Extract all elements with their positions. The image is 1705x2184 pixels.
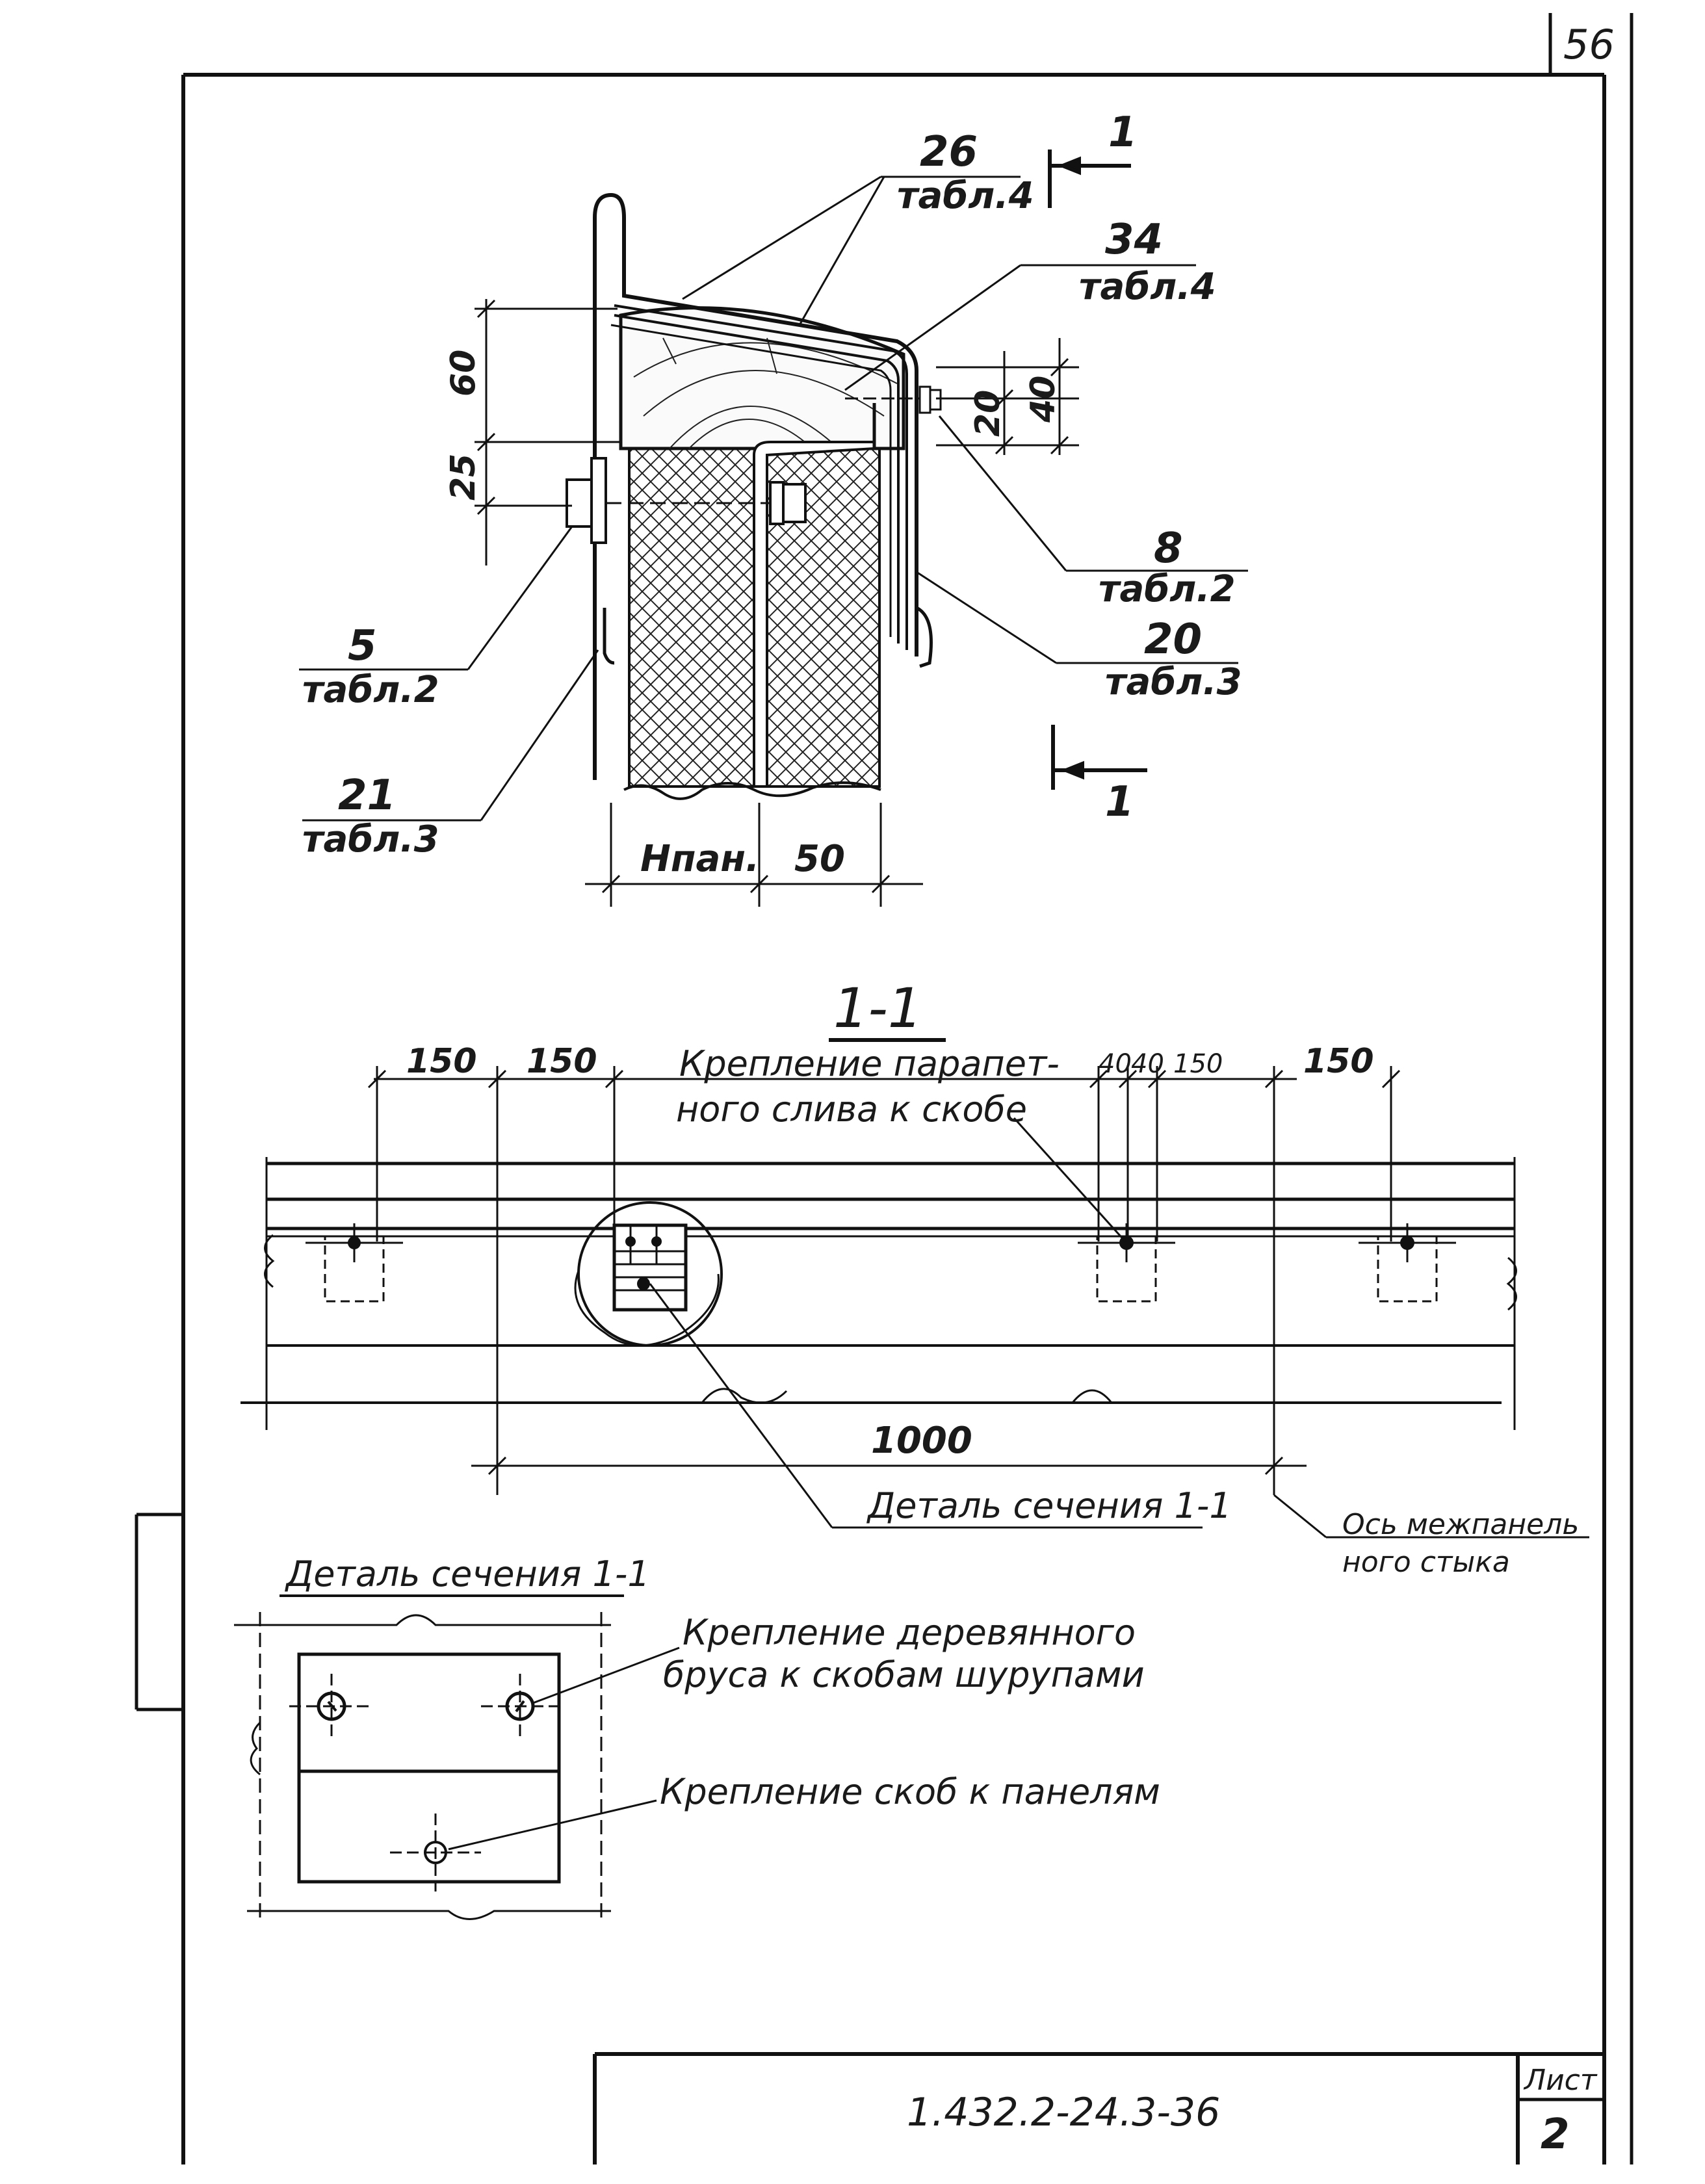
sec-dim-150-a: 150 (406, 1042, 477, 1081)
callout-leaders (299, 176, 1248, 822)
callout-34-ref: табл.4 (1079, 266, 1216, 308)
callout-8-ref: табл.2 (1099, 568, 1236, 610)
wood-grain (633, 337, 898, 449)
sheet-label: Лист (1523, 2064, 1598, 2097)
section-dim-lines (367, 1066, 1401, 1495)
section-1-1-title: 1-1 (833, 976, 922, 1040)
dimension-lines-left (475, 299, 621, 566)
detail-title: Деталь сечения 1-1 (285, 1554, 650, 1594)
note-parapet-fix-line2: ного слива к скобе (676, 1089, 1027, 1130)
callout-26-num: 26 (920, 128, 978, 176)
section-cut-top-label: 1 (1108, 109, 1138, 157)
dim-40: 40 (1024, 376, 1063, 423)
dim-hpan: Нпан. (640, 838, 759, 880)
callout-20-num: 20 (1144, 616, 1202, 664)
section-1-1: 1-1 150 150 40 40 150 150 (241, 976, 1589, 1579)
sheet-number: 2 (1541, 2111, 1570, 2159)
note-joint-axis-line1: Ось межпанель (1342, 1508, 1579, 1541)
callout-21-ref: табл.3 (302, 818, 439, 861)
bracket-dashed-outlines (324, 1235, 1438, 1303)
callout-5-ref: табл.2 (302, 669, 439, 711)
callout-21-num: 21 (338, 772, 396, 820)
dim-60: 60 (444, 350, 483, 396)
detail-circle (574, 1201, 723, 1347)
detail-outline (234, 1612, 611, 1924)
sec-dim-150-d: 150 (1303, 1042, 1374, 1081)
panel-insulation-left (628, 447, 761, 788)
dim-1000-line (471, 1456, 1307, 1476)
dimension-lines-right (936, 338, 1079, 455)
sec-dim-150-c: 150 (1173, 1049, 1223, 1079)
section-cut-bottom-label: 1 (1105, 778, 1134, 826)
sec-dim-150-b: 150 (527, 1042, 597, 1081)
sec-dim-40-b: 40 (1131, 1049, 1164, 1079)
detail-section: Деталь сечения 1-1 Крепление дере (234, 1554, 1160, 1924)
note-parapet-fix-line1: Крепление парапет- (679, 1043, 1060, 1084)
note-wood-fix-line2: бруса к скобам шурупами (663, 1654, 1145, 1695)
callout-26-ref: табл.4 (897, 175, 1034, 217)
parapet-cross-section: 60 25 40 20 Нпан. 50 (299, 109, 1248, 907)
callout-20-ref: табл.3 (1105, 661, 1242, 703)
dim-50: 50 (794, 838, 845, 880)
fastener-dots (348, 1236, 1414, 1250)
sec-dim-40-a: 40 (1099, 1049, 1132, 1079)
bolt-upper (845, 385, 952, 414)
note-joint-axis-line2: ного стыка (1342, 1546, 1510, 1579)
callout-8-num: 8 (1154, 525, 1183, 573)
detail-leaders (448, 1646, 680, 1851)
section-cut-bottom (1051, 725, 1147, 790)
dim-20: 20 (969, 390, 1008, 437)
section-flashing-bands (241, 1157, 1516, 1430)
dim-25: 25 (444, 454, 483, 500)
callout-5-num: 5 (348, 622, 377, 670)
note-bracket-fix: Крепление скоб к панелям (660, 1771, 1160, 1812)
section-cut-top (1048, 150, 1131, 208)
callout-34-num: 34 (1105, 216, 1163, 264)
bolt-lower (566, 457, 807, 544)
page-number: 56 (1563, 21, 1615, 68)
document-code: 1.432.2-24.3-36 (907, 2090, 1220, 2135)
steel-bracket (753, 441, 876, 788)
dimension-lines-bottom (585, 803, 923, 907)
sheet-frame (135, 13, 1633, 2164)
note-detail-ref: Деталь сечения 1-1 (866, 1485, 1232, 1526)
sec-dim-1000: 1000 (871, 1420, 972, 1462)
title-block (593, 2052, 1604, 2164)
section-leaders (649, 1117, 1589, 1539)
note-wood-fix-line1: Крепление деревянного (683, 1612, 1136, 1653)
